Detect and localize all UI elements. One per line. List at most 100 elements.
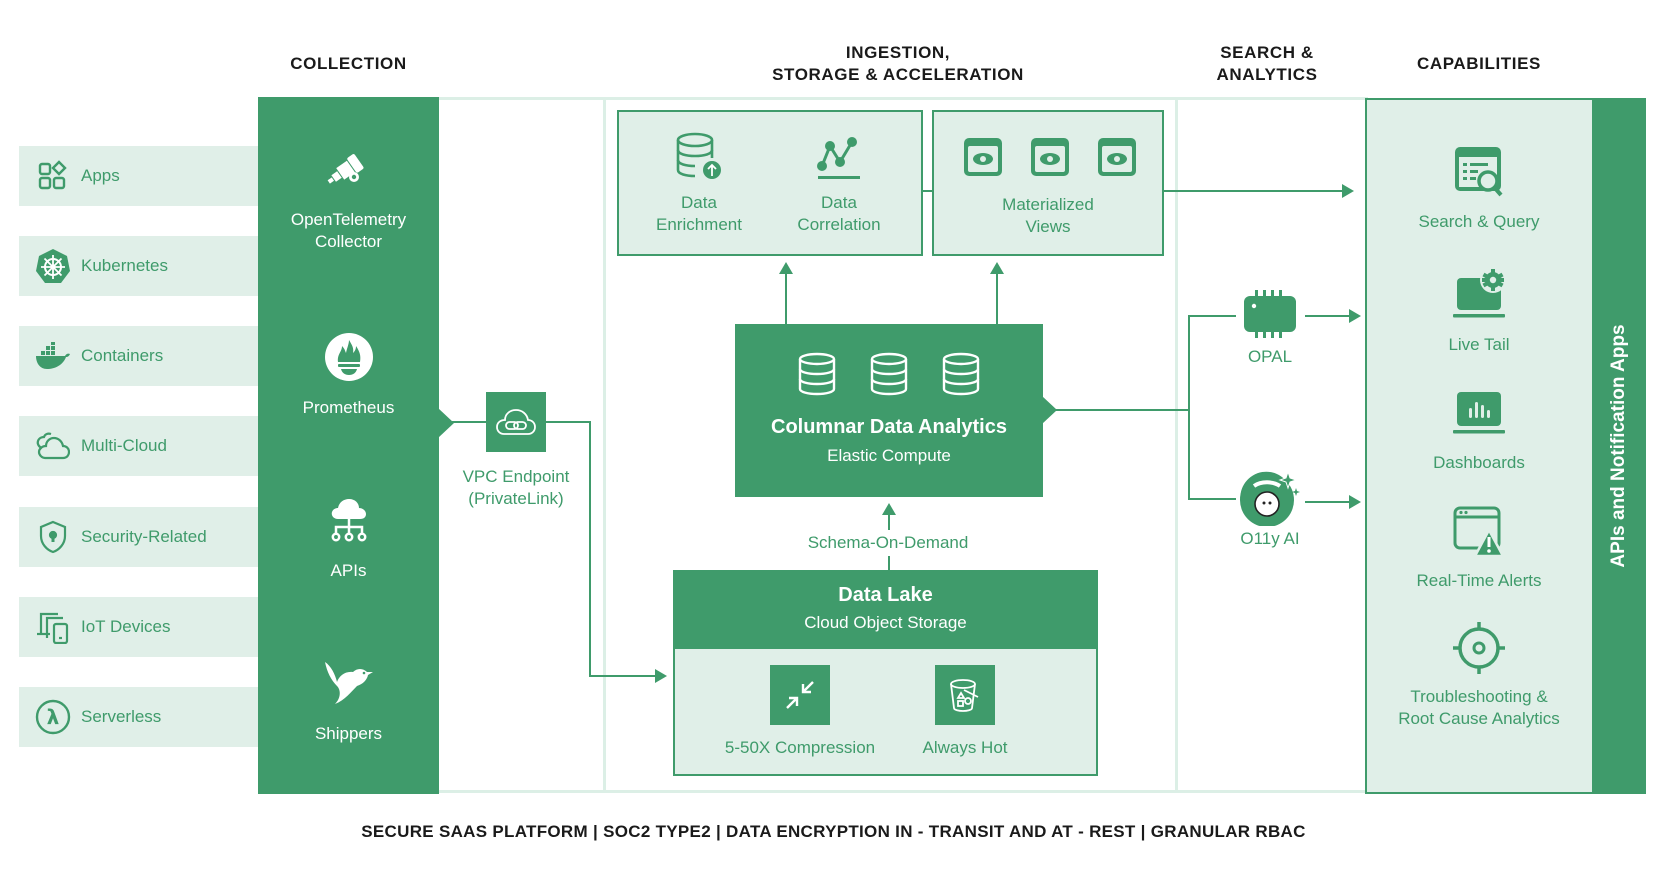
- header-search-analytics: SEARCH & ANALYTICS: [1177, 42, 1357, 86]
- source-label: Apps: [81, 166, 120, 185]
- columnar-to-enrichment-line: [785, 270, 787, 324]
- enrichment-line1: Data: [681, 193, 717, 212]
- collector-label: APIs: [330, 561, 367, 580]
- capability-label: Live Tail: [1448, 335, 1510, 354]
- opal-label: OPAL: [1247, 347, 1293, 366]
- capability-label: Dashboards: [1433, 453, 1525, 472]
- header-ingestion: INGESTION, STORAGE & ACCELERATION: [698, 42, 1098, 86]
- opal-node: OPAL: [1236, 288, 1304, 368]
- enrichment-correlation-box: Data Enrichment Data Correlation: [617, 110, 923, 256]
- materialized-line2: Views: [1025, 217, 1071, 236]
- materialized-views-box: Materialized Views: [932, 110, 1164, 256]
- collector-label-line1: OpenTelemetry: [290, 210, 407, 229]
- footer-security-note: SECURE SAAS PLATFORM | SOC2 TYPE2 | DATA…: [361, 822, 1306, 841]
- source-multi-cloud: Multi-Cloud: [19, 416, 259, 476]
- cloud-link-icon: [496, 409, 536, 435]
- cloud-network-icon: [319, 490, 379, 550]
- mv-to-capabilities-line: [1164, 190, 1344, 192]
- header-collection: COLLECTION: [290, 54, 407, 73]
- collection-column: OpenTelemetry Collector Prometheus APIs …: [258, 97, 439, 794]
- view-eye-icon: [1098, 138, 1136, 176]
- datalake-to-columnar-line-lower: [888, 556, 890, 570]
- materialized-label: Materialized Views: [934, 194, 1162, 238]
- collector-label: Shippers: [314, 724, 383, 743]
- correlation-chart-icon: [817, 137, 860, 179]
- view-eye-icon: [1031, 138, 1069, 176]
- lambda-icon: λ: [35, 699, 71, 735]
- capability-label-line1: Troubleshooting &: [1410, 687, 1548, 706]
- prometheus-icon: [319, 327, 379, 387]
- header-ingestion-line2: STORAGE & ACCELERATION: [772, 65, 1024, 84]
- dashboard-chart-icon: [1453, 392, 1505, 434]
- branch-to-ai: [1188, 498, 1236, 500]
- columnar-analytics-box: Columnar Data Analytics Elastic Compute: [735, 324, 1043, 497]
- frame-divider-2: [1175, 97, 1178, 793]
- opal-to-capabilities-line: [1305, 315, 1351, 317]
- source-kubernetes: Kubernetes: [19, 236, 259, 296]
- columnar-output-pointer: [1042, 396, 1057, 424]
- arrow-head-up: [990, 262, 1004, 274]
- vpc-label-line1: VPC Endpoint: [462, 467, 570, 486]
- source-containers: Containers: [19, 326, 259, 386]
- ai-bot-icon: [1240, 470, 1300, 526]
- database-icon: [870, 352, 908, 396]
- svg-text:λ: λ: [47, 705, 60, 729]
- cloud-icon: [35, 428, 71, 464]
- arrow-head-right: [655, 669, 667, 683]
- correlation-line2: Correlation: [797, 215, 881, 234]
- compress-icon: [770, 665, 830, 725]
- columnar-to-analytics-line: [1056, 409, 1190, 411]
- arrow-head-right: [1349, 495, 1361, 509]
- collector-prometheus: Prometheus: [258, 327, 439, 419]
- apis-notification-label: APIs and Notification Apps: [1608, 324, 1629, 568]
- data-correlation: Data Correlation: [784, 132, 894, 236]
- telescope-icon: [319, 139, 379, 199]
- capability-troubleshooting: Troubleshooting & Root Cause Analytics: [1366, 620, 1592, 730]
- source-security: Security-Related: [19, 507, 259, 567]
- datalake-to-columnar-line: [888, 510, 890, 530]
- columnar-to-views-line: [996, 270, 998, 324]
- frame-bottom-line: [438, 790, 1368, 793]
- collection-to-vpc-line: [452, 421, 486, 423]
- collector-label: Prometheus: [302, 398, 395, 417]
- source-label: Containers: [81, 346, 164, 365]
- collector-apis: APIs: [258, 490, 439, 582]
- arrow-head-right: [1349, 309, 1361, 323]
- search-query-icon: [1455, 147, 1503, 197]
- data-lake-title: Data Lake: [838, 584, 933, 606]
- target-icon: [1453, 622, 1505, 674]
- data-enrichment: Data Enrichment: [644, 132, 754, 236]
- data-lake-body: 5-50X Compression Always Hot: [673, 647, 1098, 776]
- o11y-ai-label: O11y AI: [1240, 529, 1300, 548]
- schema-on-demand-label: Schema-On-Demand: [807, 533, 969, 552]
- always-hot-label: Always Hot: [922, 738, 1008, 757]
- kubernetes-icon: [35, 248, 71, 284]
- arrow-head-up: [779, 262, 793, 274]
- chip-icon: [1244, 290, 1296, 338]
- vpc-to-datalake-line-h1: [546, 421, 590, 423]
- capability-label-line2: Root Cause Analytics: [1398, 709, 1560, 728]
- shield-icon: [35, 519, 71, 555]
- header-capabilities: CAPABILITIES: [1416, 54, 1541, 73]
- data-lake-header: Data Lake Cloud Object Storage: [673, 570, 1098, 648]
- columnar-subtitle: Elastic Compute: [827, 446, 951, 465]
- frame-top-line: [438, 97, 1368, 100]
- source-label: IoT Devices: [81, 617, 171, 636]
- collector-shippers: Shippers: [258, 653, 439, 745]
- enrichment-line2: Enrichment: [656, 215, 742, 234]
- devices-icon: [35, 609, 71, 645]
- capabilities-box: [1365, 98, 1595, 794]
- alert-window-icon: [1453, 506, 1506, 558]
- vpc-label-line2: (PrivateLink): [468, 489, 564, 508]
- vpc-to-datalake-line-h2: [589, 675, 657, 677]
- branch-to-opal: [1188, 315, 1236, 317]
- capability-label: Search & Query: [1418, 212, 1540, 231]
- vpc-endpoint-label: VPC Endpoint (PrivateLink): [446, 466, 586, 510]
- apis-notification-bar: APIs and Notification Apps: [1592, 98, 1646, 794]
- source-apps: Apps: [19, 146, 259, 206]
- database-icon: [942, 352, 980, 396]
- analytics-branch-v: [1188, 315, 1190, 500]
- capability-alerts: Real-Time Alerts: [1366, 504, 1592, 592]
- capability-search-query: Search & Query: [1366, 145, 1592, 233]
- bucket-icon: [935, 665, 995, 725]
